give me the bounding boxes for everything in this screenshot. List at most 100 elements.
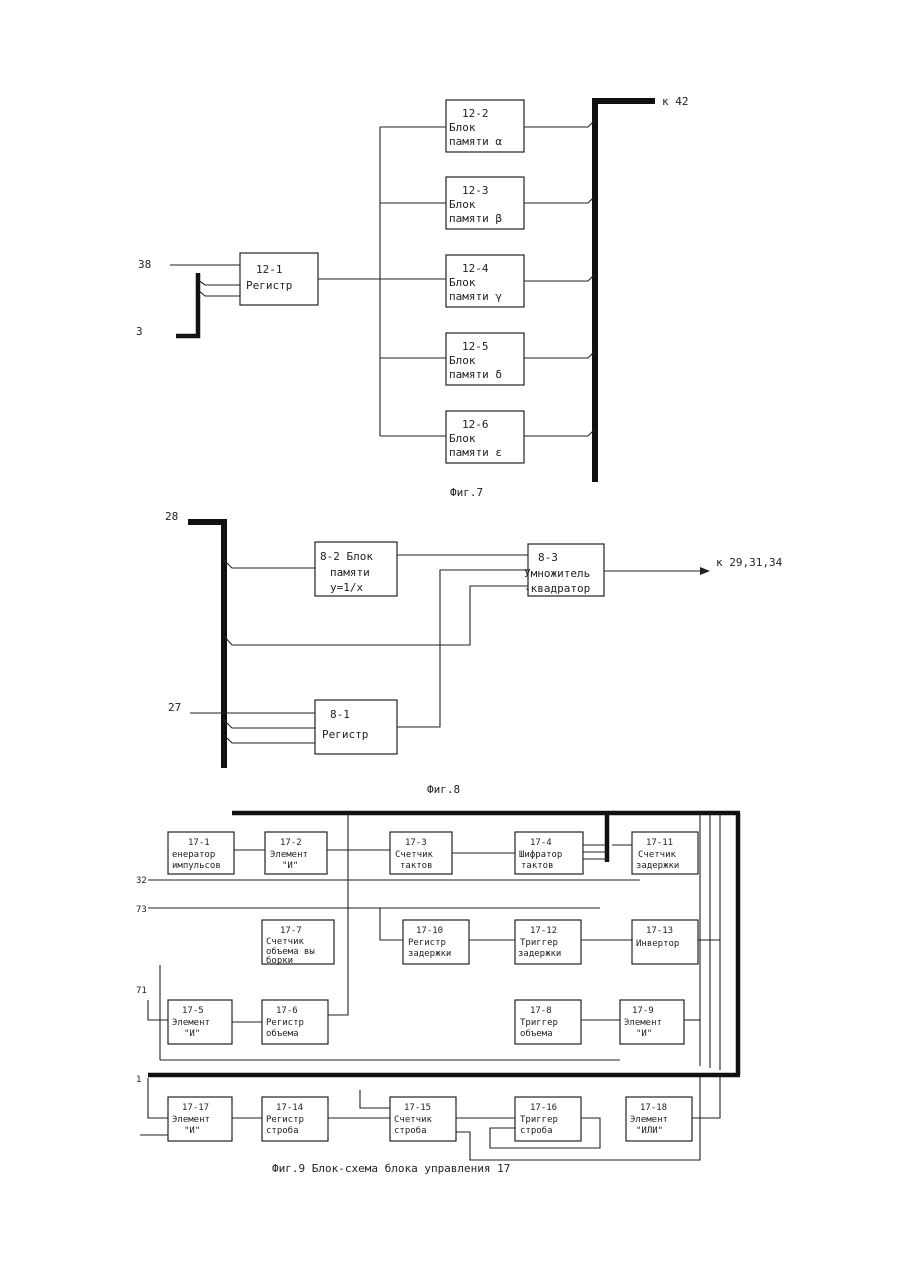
svg-text:Блок: Блок xyxy=(449,354,476,367)
svg-text:тактов: тактов xyxy=(521,861,554,871)
fig8-output-label: к 29,31,34 xyxy=(716,556,783,569)
fig9-volume-trigger-17-8: 17-8 Триггер объема xyxy=(515,1000,581,1044)
fig9-delay-counter-17-11: 17-11 Счетчик задержки xyxy=(632,832,698,874)
svg-text:17-15: 17-15 xyxy=(404,1103,431,1113)
svg-text:памяти α: памяти α xyxy=(449,135,502,148)
fig7-memory-12-6: 12-6 Блок памяти ε xyxy=(446,411,524,463)
svg-text:12-5: 12-5 xyxy=(462,340,489,353)
svg-text:задержки: задержки xyxy=(518,949,561,959)
svg-text:Блок: Блок xyxy=(449,121,476,134)
svg-text:Триггер: Триггер xyxy=(520,938,558,948)
svg-text:Шифратор: Шифратор xyxy=(519,850,562,860)
fig9-and-17-17: 17-17 Элемент "И" xyxy=(168,1097,232,1141)
fig7-memory-12-2: 12-2 Блок памяти α xyxy=(446,100,524,152)
svg-text:17-16: 17-16 xyxy=(530,1103,557,1113)
fig9-counter-17-3: 17-3 Счетчик тактов xyxy=(390,832,452,874)
svg-text:y=1/x: y=1/x xyxy=(330,581,363,594)
svg-text:8-2 Блок: 8-2 Блок xyxy=(320,550,373,563)
fig9-input-71: 71 xyxy=(136,986,147,996)
svg-text:строба: строба xyxy=(520,1125,553,1136)
fig7-caption: Фиг.7 xyxy=(450,486,483,499)
svg-text:17-17: 17-17 xyxy=(182,1103,209,1113)
svg-text:задержки: задержки xyxy=(408,949,451,959)
fig9-generator-17-1: 17-1 енератор импульсов xyxy=(168,832,234,874)
figure-8: 28 8-2 Блок памяти y=1/x 8-3 Умножитель … xyxy=(165,510,783,796)
fig9-and-17-9: 17-9 Элемент "И" xyxy=(620,1000,684,1044)
svg-text:17-8: 17-8 xyxy=(530,1006,552,1016)
fig9-caption: Фиг.9 Блок-схема блока управления 17 xyxy=(272,1162,510,1175)
svg-text:Блок: Блок xyxy=(449,276,476,289)
fig9-volume-register-17-6: 17-6 Регистр объема xyxy=(262,1000,328,1044)
fig9-strobe-trigger-17-16: 17-16 Триггер строба xyxy=(515,1097,581,1141)
fig9-and-17-5: 17-5 Элемент "И" xyxy=(168,1000,232,1044)
svg-text:17-2: 17-2 xyxy=(280,838,302,848)
svg-text:импульсов: импульсов xyxy=(172,861,221,871)
svg-text:"И": "И" xyxy=(282,861,298,871)
svg-text:12-1: 12-1 xyxy=(256,263,283,276)
svg-text:енератор: енератор xyxy=(172,850,215,860)
fig9-input-1: 1 xyxy=(136,1075,141,1085)
fig8-register-8-1 xyxy=(315,700,397,754)
fig9-and-17-2: 17-2 Элемент "И" xyxy=(265,832,327,874)
svg-text:17-18: 17-18 xyxy=(640,1103,667,1113)
svg-text:объема: объема xyxy=(266,1028,299,1039)
fig8-bus-label: 28 xyxy=(165,510,178,523)
fig9-or-17-18: 17-18 Элемент "ИЛИ" xyxy=(626,1097,692,1141)
svg-text:памяти ε: памяти ε xyxy=(449,446,502,459)
svg-text:Регистр: Регистр xyxy=(266,1018,304,1028)
fig9-input-73: 73 xyxy=(136,905,147,915)
svg-text:Умножитель: Умножитель xyxy=(524,567,590,580)
svg-text:17-7: 17-7 xyxy=(280,926,302,936)
fig9-encoder-17-4: 17-4 Шифратор тактов xyxy=(515,832,583,874)
svg-text:борки: борки xyxy=(266,955,293,966)
fig9-volume-counter-17-7: 17-7 Счетчик объема вы борки xyxy=(262,920,334,966)
svg-text:Счетчик: Счетчик xyxy=(395,850,434,860)
svg-text:17-1: 17-1 xyxy=(188,838,210,848)
svg-text:17-3: 17-3 xyxy=(405,838,427,848)
svg-text:Регистр: Регистр xyxy=(322,728,368,741)
svg-text:памяти δ: памяти δ xyxy=(449,368,502,381)
svg-text:Элемент: Элемент xyxy=(172,1018,210,1028)
svg-text:Блок: Блок xyxy=(449,432,476,445)
fig7-input-bus-label: 3 xyxy=(136,325,143,338)
svg-text:объема: объема xyxy=(520,1028,553,1039)
svg-text:-квадратор: -квадратор xyxy=(524,582,590,595)
svg-text:Элемент: Элемент xyxy=(270,850,308,860)
svg-text:памяти: памяти xyxy=(330,566,370,579)
fig9-input-32: 32 xyxy=(136,876,147,886)
fig9-delay-trigger-17-12: 17-12 Триггер задержки xyxy=(515,920,581,964)
svg-text:памяти γ: памяти γ xyxy=(449,290,502,303)
fig7-output-label: к 42 xyxy=(662,95,689,108)
svg-text:Блок: Блок xyxy=(449,198,476,211)
svg-text:12-3: 12-3 xyxy=(462,184,489,197)
svg-text:"И": "И" xyxy=(184,1029,200,1039)
svg-text:"ИЛИ": "ИЛИ" xyxy=(636,1126,663,1136)
svg-text:Триггер: Триггер xyxy=(520,1018,558,1028)
svg-text:строба: строба xyxy=(266,1125,299,1136)
svg-text:"И": "И" xyxy=(184,1126,200,1136)
svg-text:17-5: 17-5 xyxy=(182,1006,204,1016)
svg-text:Счетчик: Счетчик xyxy=(394,1115,433,1125)
svg-text:Триггер: Триггер xyxy=(520,1115,558,1125)
svg-text:17-9: 17-9 xyxy=(632,1006,654,1016)
svg-text:памяти β: памяти β xyxy=(449,212,502,225)
svg-text:Регистр: Регистр xyxy=(408,938,446,948)
svg-text:Элемент: Элемент xyxy=(624,1018,662,1028)
svg-text:Регистр: Регистр xyxy=(246,279,292,292)
fig9-inverter-17-13: 17-13 Инвертор xyxy=(632,920,698,964)
fig8-input-label: 27 xyxy=(168,701,181,714)
svg-text:Счетчик: Счетчик xyxy=(638,850,677,860)
fig7-input-38-label: 38 xyxy=(138,258,151,271)
fig7-memory-12-4: 12-4 Блок памяти γ xyxy=(446,255,524,307)
svg-text:17-13: 17-13 xyxy=(646,926,673,936)
svg-text:строба: строба xyxy=(394,1125,427,1136)
fig8-caption: Фиг.8 xyxy=(427,783,460,796)
svg-text:12-4: 12-4 xyxy=(462,262,489,275)
svg-text:17-4: 17-4 xyxy=(530,838,552,848)
svg-text:12-6: 12-6 xyxy=(462,418,489,431)
figure-7: к 42 3 38 12-1 Регистр 12-2 Блок памяти … xyxy=(136,95,689,499)
fig9-delay-register-17-10: 17-10 Регистр задержки xyxy=(403,920,469,964)
fig7-memory-12-5: 12-5 Блок памяти δ xyxy=(446,333,524,385)
svg-text:8-1: 8-1 xyxy=(330,708,350,721)
